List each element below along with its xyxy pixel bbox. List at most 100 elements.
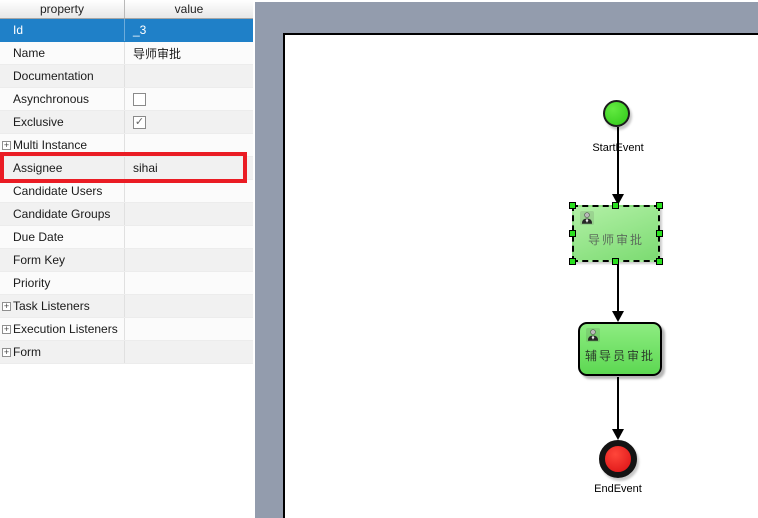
selection-handle[interactable] <box>656 229 663 237</box>
property-label: Assignee <box>13 161 63 175</box>
property-label: Form <box>13 345 41 359</box>
property-value-cell[interactable] <box>125 272 253 294</box>
expand-plus-icon[interactable]: + <box>2 139 11 150</box>
selection-handle[interactable] <box>612 202 619 209</box>
property-value-cell[interactable] <box>125 295 253 317</box>
property-value-cell[interactable]: 导师审批 <box>125 42 253 64</box>
property-row-exclusive[interactable]: Exclusive ✓ <box>0 111 253 134</box>
property-label-cell: + Task Listeners <box>0 295 125 317</box>
sequence-flow-arrowhead <box>612 429 624 440</box>
property-row-candidate-groups[interactable]: Candidate Groups <box>0 203 253 226</box>
diagram-page[interactable]: StartEvent 导师审批 <box>283 33 758 518</box>
property-value-cell[interactable]: sihai <box>125 157 253 179</box>
property-row-candidate-users[interactable]: Candidate Users <box>0 180 253 203</box>
property-row-asynchronous[interactable]: Asynchronous <box>0 88 253 111</box>
property-value-cell[interactable] <box>125 180 253 202</box>
property-label: Form Key <box>13 253 66 267</box>
property-label-cell: + Execution Listeners <box>0 318 125 340</box>
property-value-cell[interactable] <box>125 203 253 225</box>
selection-handle[interactable] <box>569 258 576 265</box>
property-label: Id <box>13 23 24 37</box>
property-row-priority[interactable]: Priority <box>0 272 253 295</box>
sequence-flow-arrowhead <box>612 194 624 205</box>
exclusive-checkbox-checked[interactable]: ✓ <box>133 115 146 129</box>
property-row-assignee[interactable]: Assignee sihai <box>0 157 253 180</box>
property-label: Execution Listeners <box>13 322 118 336</box>
diagram-canvas-area: StartEvent 导师审批 <box>253 0 758 518</box>
property-label: Task Listeners <box>13 299 90 313</box>
property-label: Candidate Users <box>13 184 103 198</box>
column-header-value[interactable]: value <box>174 2 204 16</box>
property-value-cell[interactable]: _3 <box>125 19 253 41</box>
property-label-cell: Id <box>0 19 125 41</box>
check-icon: ✓ <box>134 115 145 128</box>
user-task-label: 导师审批 <box>587 233 644 247</box>
property-row-execution-listeners[interactable]: + Execution Listeners <box>0 318 253 341</box>
property-label: Name <box>13 46 46 60</box>
property-value-cell: ✓ <box>125 111 253 133</box>
property-panel: property value Id _3 Name 导师审批 Documenta… <box>0 0 253 518</box>
property-label-cell: Asynchronous <box>0 88 125 110</box>
end-event-label: EndEvent <box>594 483 642 495</box>
property-value-cell[interactable] <box>125 226 253 248</box>
property-row-form-key[interactable]: Form Key <box>0 249 253 272</box>
sequence-flow-line[interactable] <box>617 262 619 312</box>
property-label-cell: Candidate Users <box>0 180 125 202</box>
selection-handle[interactable] <box>569 229 576 237</box>
selection-handle[interactable] <box>656 202 663 209</box>
selection-handle[interactable] <box>656 258 663 265</box>
property-value: sihai <box>133 161 158 175</box>
user-task-label: 辅导员审批 <box>584 348 655 363</box>
sequence-flow-line[interactable] <box>617 127 619 195</box>
expand-plus-icon[interactable]: + <box>2 300 11 311</box>
property-row-documentation[interactable]: Documentation <box>0 65 253 88</box>
property-label-cell: Form Key <box>0 249 125 271</box>
property-label: Due Date <box>13 230 64 244</box>
property-value-cell[interactable] <box>125 65 253 87</box>
selection-handle[interactable] <box>569 202 576 209</box>
property-label: Priority <box>13 276 51 290</box>
column-header-property[interactable]: property <box>0 0 125 18</box>
user-icon <box>586 328 600 342</box>
property-label-cell: Assignee <box>0 157 125 179</box>
property-label: Documentation <box>13 69 94 83</box>
property-value-cell <box>125 88 253 110</box>
property-label-cell: Name <box>0 42 125 64</box>
property-row-id[interactable]: Id _3 <box>0 19 253 42</box>
user-task-node[interactable]: 辅导员审批 <box>578 322 662 376</box>
property-row-due-date[interactable]: Due Date <box>0 226 253 249</box>
start-event-node[interactable] <box>603 100 630 127</box>
expand-plus-icon[interactable]: + <box>2 323 11 334</box>
property-value: _3 <box>133 23 147 37</box>
property-label-cell: + Form <box>0 341 125 363</box>
property-value-cell[interactable] <box>125 249 253 271</box>
property-label: Exclusive <box>13 115 64 129</box>
property-label: Multi Instance <box>13 138 88 152</box>
property-label-cell: Due Date <box>0 226 125 248</box>
property-row-form[interactable]: + Form <box>0 341 253 364</box>
property-label-cell: Candidate Groups <box>0 203 125 225</box>
user-icon <box>580 211 594 225</box>
property-label-cell: Priority <box>0 272 125 294</box>
sequence-flow-arrowhead <box>612 311 624 322</box>
property-row-task-listeners[interactable]: + Task Listeners <box>0 295 253 318</box>
property-value: 导师审批 <box>133 46 182 61</box>
property-value-cell[interactable] <box>125 341 253 363</box>
property-value-cell[interactable] <box>125 134 253 156</box>
asynchronous-checkbox-unchecked[interactable] <box>133 92 146 106</box>
selection-handle[interactable] <box>612 258 619 265</box>
property-label-cell: Documentation <box>0 65 125 87</box>
user-task-node-selected[interactable]: 导师审批 <box>569 202 663 265</box>
property-value-cell[interactable] <box>125 318 253 340</box>
property-table-header: property value <box>0 0 253 19</box>
property-label-cell: + Multi Instance <box>0 134 125 156</box>
property-label: Candidate Groups <box>13 207 111 221</box>
sequence-flow-line[interactable] <box>617 377 619 430</box>
expand-plus-icon[interactable]: + <box>2 346 11 357</box>
end-event-node[interactable] <box>599 440 637 478</box>
property-label-cell: Exclusive <box>0 111 125 133</box>
property-row-name[interactable]: Name 导师审批 <box>0 42 253 65</box>
property-row-multi-instance[interactable]: + Multi Instance <box>0 134 253 157</box>
property-rows: Id _3 Name 导师审批 Documentation Asynchrono… <box>0 19 253 364</box>
